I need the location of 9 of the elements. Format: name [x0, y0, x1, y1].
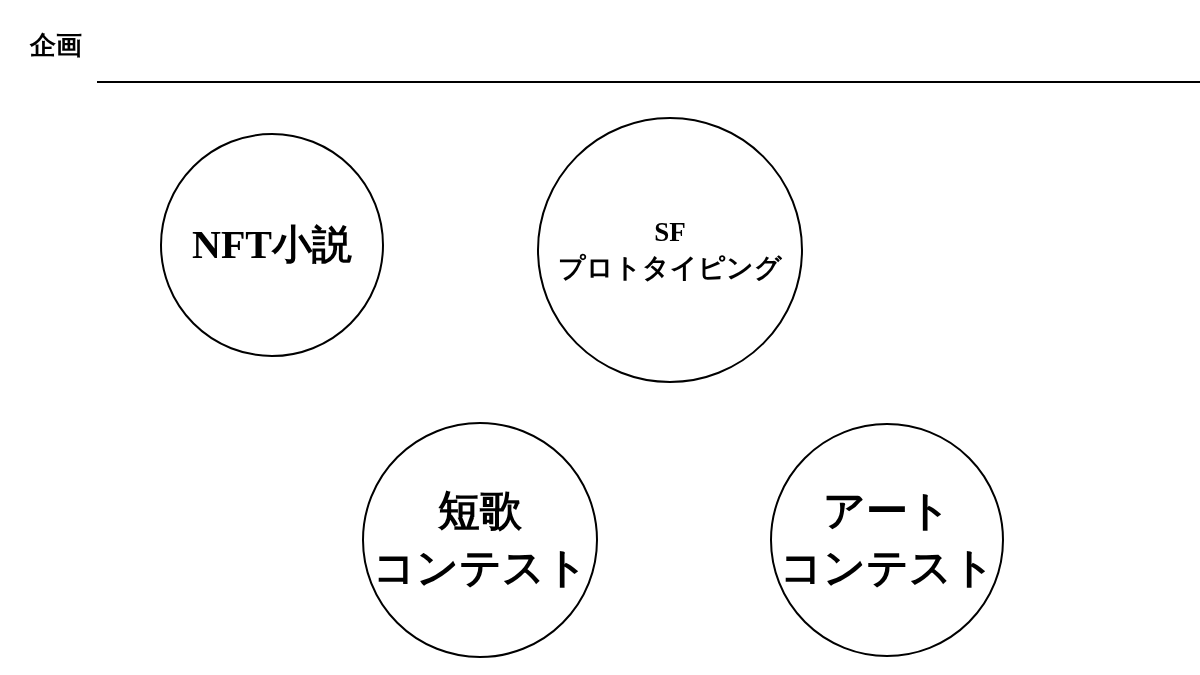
circle-node [160, 133, 384, 357]
circle-node [362, 422, 598, 658]
node-label: SFプロトタイピング [558, 215, 782, 285]
circle-node [537, 117, 803, 383]
node-label: 短歌コンテスト [372, 487, 588, 593]
circle-node [770, 423, 1004, 657]
page-title: 企画 [30, 30, 82, 62]
node-label: アートコンテスト [779, 487, 995, 593]
node-label: NFT小説 [192, 221, 352, 269]
